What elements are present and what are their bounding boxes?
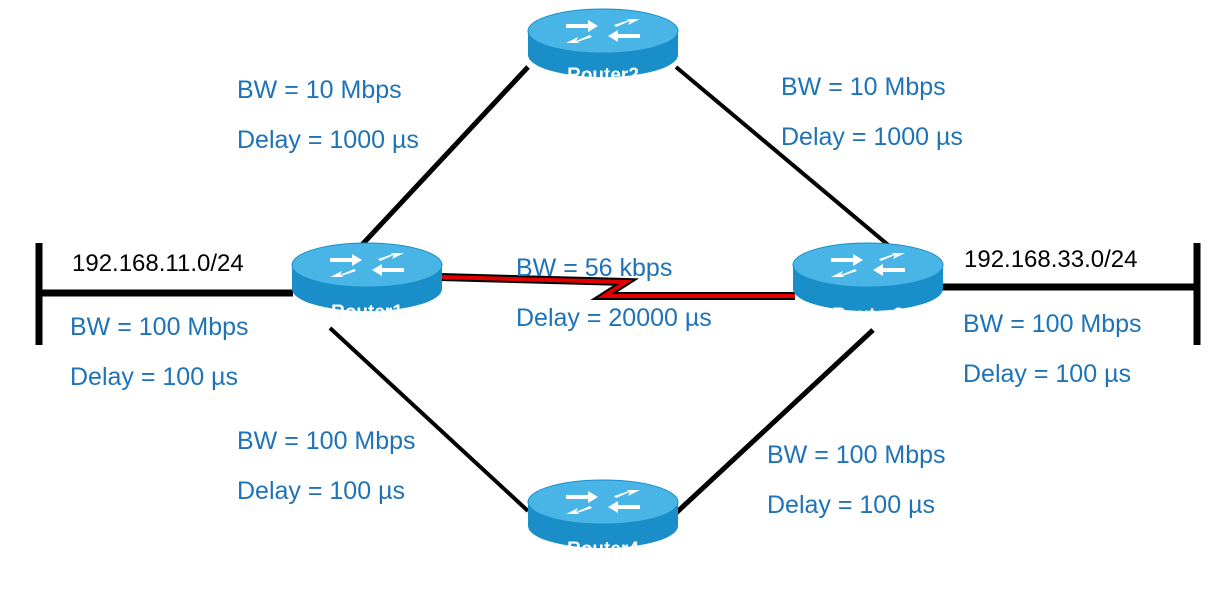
delay-label-r4-r3: Delay = 100 µs [767,491,935,519]
left-lan-segment [35,243,293,345]
router-icon [527,479,679,549]
link-r1-r3 [439,273,795,300]
router-label: Router2 [567,65,639,86]
delay-label-r3-lan: Delay = 100 µs [963,360,1131,388]
delay-label-r1-r3: Delay = 20000 µs [516,304,712,332]
router-r3[interactable]: Router3 [792,242,944,326]
delay-label-r1-lan: Delay = 100 µs [70,363,238,391]
router-label: Router1 [331,302,403,323]
router-icon [291,242,443,312]
router-r1[interactable]: Router1 [291,242,443,323]
bw-label-r1-lan: BW = 100 Mbps [70,313,249,341]
link-r4-r3 [674,328,875,515]
right-lan-segment [940,243,1201,345]
router-r2[interactable]: Router2 [527,8,679,86]
router-label: Router4 [567,539,639,560]
router-r4[interactable]: Router4 [527,479,679,560]
link-r1-r4 [328,326,530,513]
router-label: Router3 [832,305,904,326]
bw-label-r1-r2: BW = 10 Mbps [237,76,402,104]
delay-label-r1-r2: Delay = 1000 µs [237,126,419,154]
bw-label-r1-r3: BW = 56 kbps [516,254,672,282]
router-icon [792,242,944,312]
delay-label-r2-r3: Delay = 1000 µs [781,123,963,151]
link-r2-r3 [674,65,895,251]
link-r1-r2 [356,65,530,251]
bw-label-r1-r4: BW = 100 Mbps [237,427,416,455]
network-label-right: 192.168.33.0/24 [964,246,1138,273]
bw-label-r4-r3: BW = 100 Mbps [767,441,946,469]
network-label-left: 192.168.11.0/24 [72,250,244,277]
delay-label-r1-r4: Delay = 100 µs [237,477,405,505]
bw-label-r3-lan: BW = 100 Mbps [963,310,1142,338]
bw-label-r2-r3: BW = 10 Mbps [781,73,946,101]
